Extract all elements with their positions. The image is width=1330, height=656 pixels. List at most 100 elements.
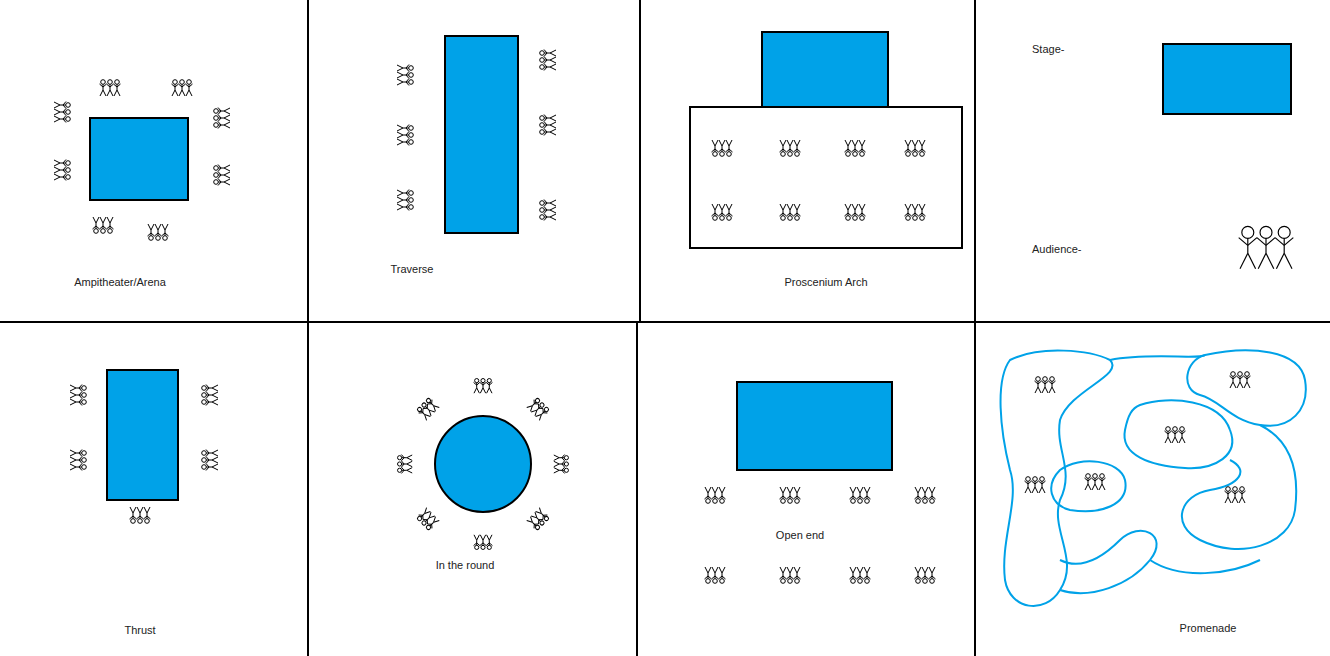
stick-figure [397, 190, 413, 197]
stick-figure [712, 204, 719, 220]
audience-group [554, 455, 569, 474]
stick-figure [202, 392, 218, 399]
audience-figures [54, 50, 1293, 584]
stick-figure [425, 397, 440, 412]
stick-figure [70, 399, 86, 406]
stick-figure [726, 140, 733, 156]
stick-figure [1225, 487, 1232, 503]
stick-figure [214, 115, 230, 122]
stick-figure [70, 450, 86, 457]
stick-figure [712, 140, 719, 156]
stick-figure [1244, 372, 1251, 388]
stick-figure [114, 80, 121, 96]
stick-figure [540, 64, 556, 71]
stick-figure [535, 406, 550, 421]
stick-figure [929, 567, 936, 583]
stick-figure [397, 204, 413, 211]
stick-figure [1035, 377, 1042, 393]
stick-figure [794, 204, 801, 220]
audience-group [397, 65, 413, 86]
stick-figure [214, 122, 230, 129]
traverse-stage [445, 36, 518, 233]
stick-figure [794, 567, 801, 583]
audience-group [712, 140, 733, 156]
audience-group [780, 487, 801, 503]
stick-figure [712, 567, 719, 583]
stick-figure [922, 487, 929, 503]
stick-figure [202, 457, 218, 464]
audience-group [850, 567, 871, 583]
layout-caption: Promenade [1180, 621, 1237, 635]
audience-group [905, 140, 926, 156]
stick-figure [144, 507, 151, 523]
stick-figure [719, 140, 726, 156]
stick-figure [416, 406, 431, 421]
audience-group [416, 507, 440, 531]
stick-figure [1179, 427, 1186, 443]
stick-figure [531, 401, 546, 416]
audience-group [712, 204, 733, 220]
stick-figure [397, 139, 413, 146]
audience-group [202, 450, 218, 471]
audience-group [705, 567, 726, 583]
stick-figure [535, 507, 550, 522]
stick-figure [54, 174, 70, 181]
stick-figure [540, 200, 556, 207]
stick-figure [787, 487, 794, 503]
stick-figure [425, 516, 440, 531]
audience-group [397, 190, 413, 211]
audience-group [526, 397, 550, 421]
stick-figure [859, 204, 866, 220]
stick-figure [780, 140, 787, 156]
audience-group [214, 108, 230, 129]
stick-figure [420, 512, 435, 527]
audience-group [397, 125, 413, 146]
stick-figure [398, 467, 413, 473]
stick-figure [100, 217, 107, 233]
stick-figure [850, 487, 857, 503]
layout-caption: Proscenium Arch [784, 275, 867, 289]
stick-figure [705, 487, 712, 503]
stick-figure [1032, 477, 1039, 493]
audience-group [850, 487, 871, 503]
stick-figure [540, 207, 556, 214]
stick-figure [397, 72, 413, 79]
audience-group [540, 50, 556, 71]
stick-figure [1237, 372, 1244, 388]
audience-group [526, 507, 550, 531]
stick-figure [857, 567, 864, 583]
stick-figure [474, 379, 480, 394]
stick-figure [859, 140, 866, 156]
stick-figure [1042, 377, 1049, 393]
promenade-paths [1001, 350, 1306, 606]
stick-figure [852, 140, 859, 156]
stick-figure [172, 80, 179, 96]
legend-swatch [1162, 43, 1292, 115]
stick-figure [922, 567, 929, 583]
stick-figure [100, 80, 107, 96]
stick-figure [1092, 474, 1099, 490]
stick-figure [554, 455, 569, 461]
stick-figure [719, 567, 726, 583]
stick-figure [526, 516, 541, 531]
stick-figure [54, 160, 70, 167]
stick-figure [107, 80, 114, 96]
stick-figure [1172, 427, 1179, 443]
stick-figure [1239, 226, 1257, 268]
stick-figure [929, 487, 936, 503]
stick-figure [780, 487, 787, 503]
stick-figure [480, 379, 486, 394]
audience-group [780, 204, 801, 220]
stick-figure [1039, 477, 1046, 493]
audience-group [70, 385, 86, 406]
stick-figure [540, 57, 556, 64]
stick-figure [474, 535, 480, 550]
stick-figure [712, 487, 719, 503]
stick-figure [202, 399, 218, 406]
stick-figure [54, 167, 70, 174]
stick-figure [845, 140, 852, 156]
stick-figure [540, 122, 556, 129]
stick-figure [70, 464, 86, 471]
stick-figure [919, 140, 926, 156]
